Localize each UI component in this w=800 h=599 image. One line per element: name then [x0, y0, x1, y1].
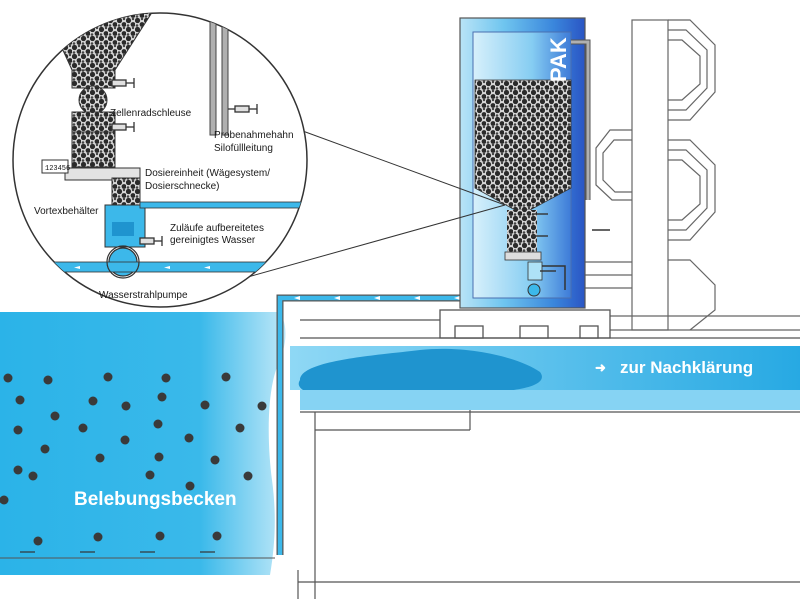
- aeration-tank-label: Belebungsbecken: [74, 489, 237, 510]
- scale-display: [41, 159, 69, 174]
- jet-pump-icon: [106, 245, 140, 279]
- basin-particles: [0, 372, 267, 546]
- jet-pump-label: Wasserstrahlpumpe: [99, 290, 188, 301]
- dosing-unit-label-line2: Dosierschnecke): [145, 181, 219, 192]
- detail-zoom-circle: 123456: [12, 12, 308, 308]
- pak-silo: [459, 17, 610, 309]
- outflow-channel: [290, 346, 800, 410]
- silo-label: PAK: [546, 37, 571, 82]
- vortex-tank-label: Vortexbehälter: [34, 206, 99, 217]
- inflows-label-line1: Zuläufe aufbereitetes: [170, 223, 264, 234]
- aeration-basin: [0, 312, 286, 575]
- dosing-unit-label-line1: Dosiereinheit (Wägesystem/: [145, 168, 270, 179]
- building-structure: [580, 19, 800, 331]
- flow-arrow-icon: ➜: [595, 360, 606, 375]
- sampling-tap-label: Probenahmehahn: [214, 130, 294, 141]
- silo-fill-line-label: Silofüllleitung: [214, 143, 273, 154]
- valve-icon: [111, 78, 258, 246]
- inflows-label-line2: gereinigtes Wasser: [170, 235, 256, 246]
- scale-display-value: 123456: [45, 165, 70, 173]
- foundation: [439, 309, 611, 339]
- ground-lines: [297, 319, 800, 599]
- callout-lines: [236, 129, 506, 281]
- cellular-wheel-label: Zellenradschleuse: [110, 108, 192, 119]
- to-clarifier-label: zur Nachklärung: [620, 358, 753, 377]
